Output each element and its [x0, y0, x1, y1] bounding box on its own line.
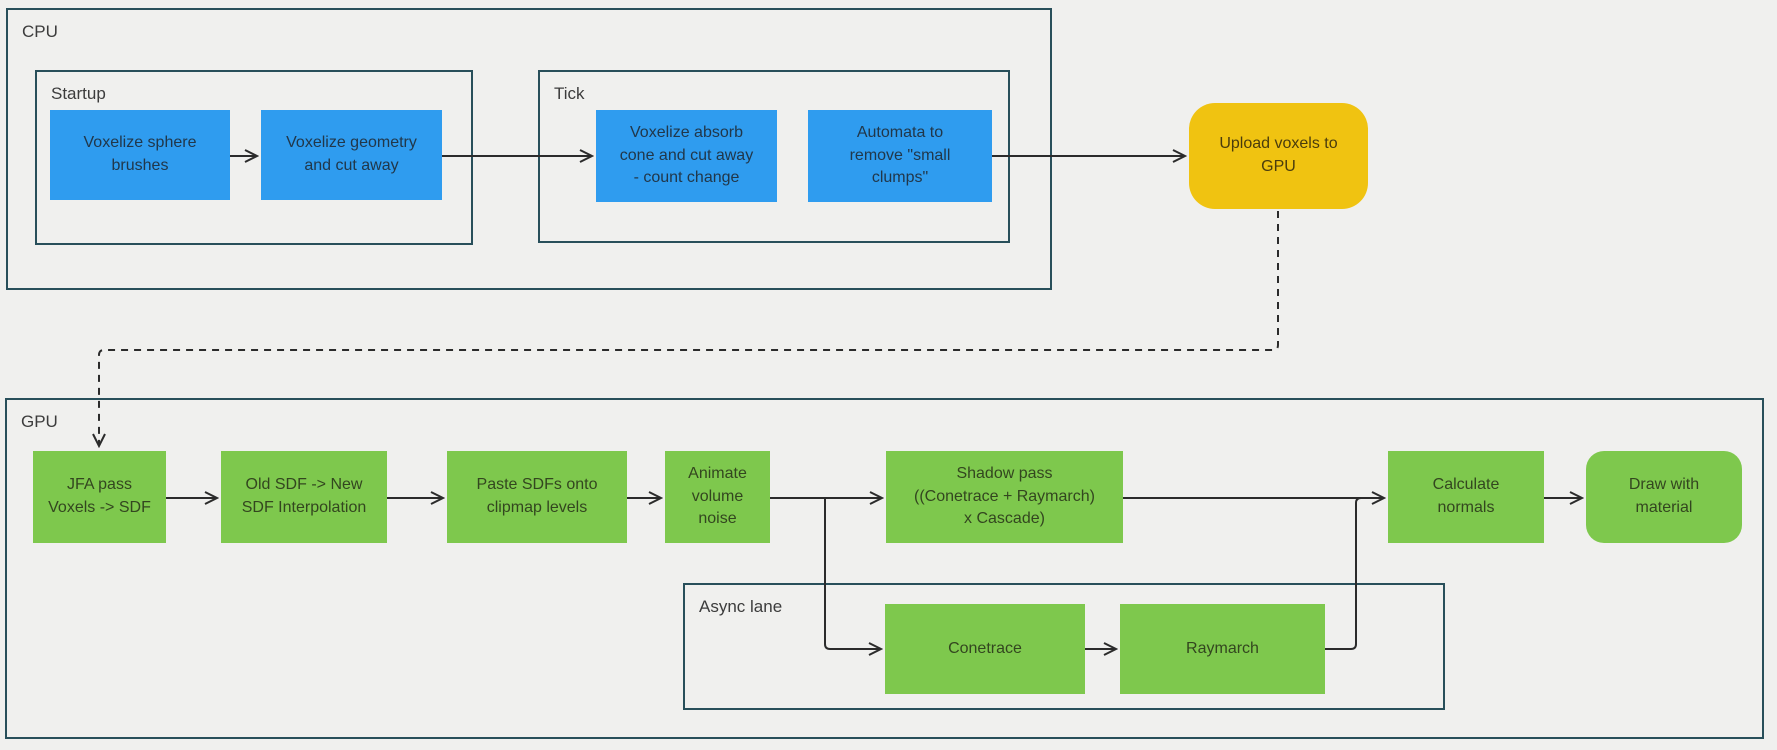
- node-calculate-normals[interactable]: Calculate normals: [1388, 451, 1544, 543]
- gpu-group-label: GPU: [21, 412, 58, 431]
- node-draw-with-material[interactable]: Draw with material: [1586, 451, 1742, 543]
- node-voxelize-sphere-brushes[interactable]: Voxelize sphere brushes: [50, 110, 230, 200]
- node-automata-remove-clumps[interactable]: Automata to remove "small clumps": [808, 110, 992, 202]
- cpu-group-label: CPU: [22, 22, 58, 41]
- node-shadow-pass[interactable]: Shadow pass ((Conetrace + Raymarch) x Ca…: [886, 451, 1123, 543]
- node-voxelize-absorb-cone[interactable]: Voxelize absorb cone and cut away - coun…: [596, 110, 777, 202]
- node-voxelize-geometry[interactable]: Voxelize geometry and cut away: [261, 110, 442, 200]
- node-paste-sdfs-clipmap[interactable]: Paste SDFs onto clipmap levels: [447, 451, 627, 543]
- node-upload-voxels-to-gpu[interactable]: Upload voxels to GPU: [1189, 103, 1368, 209]
- node-jfa-pass[interactable]: JFA pass Voxels -> SDF: [33, 451, 166, 543]
- startup-group-label: Startup: [51, 84, 106, 103]
- node-animate-volume-noise[interactable]: Animate volume noise: [665, 451, 770, 543]
- node-conetrace[interactable]: Conetrace: [885, 604, 1085, 694]
- async-lane-group-label: Async lane: [699, 597, 783, 616]
- node-old-new-sdf-interpolation[interactable]: Old SDF -> New SDF Interpolation: [221, 451, 387, 543]
- tick-group-label: Tick: [554, 84, 585, 103]
- node-raymarch[interactable]: Raymarch: [1120, 604, 1325, 694]
- async-lane-group: Async lane: [683, 583, 1445, 710]
